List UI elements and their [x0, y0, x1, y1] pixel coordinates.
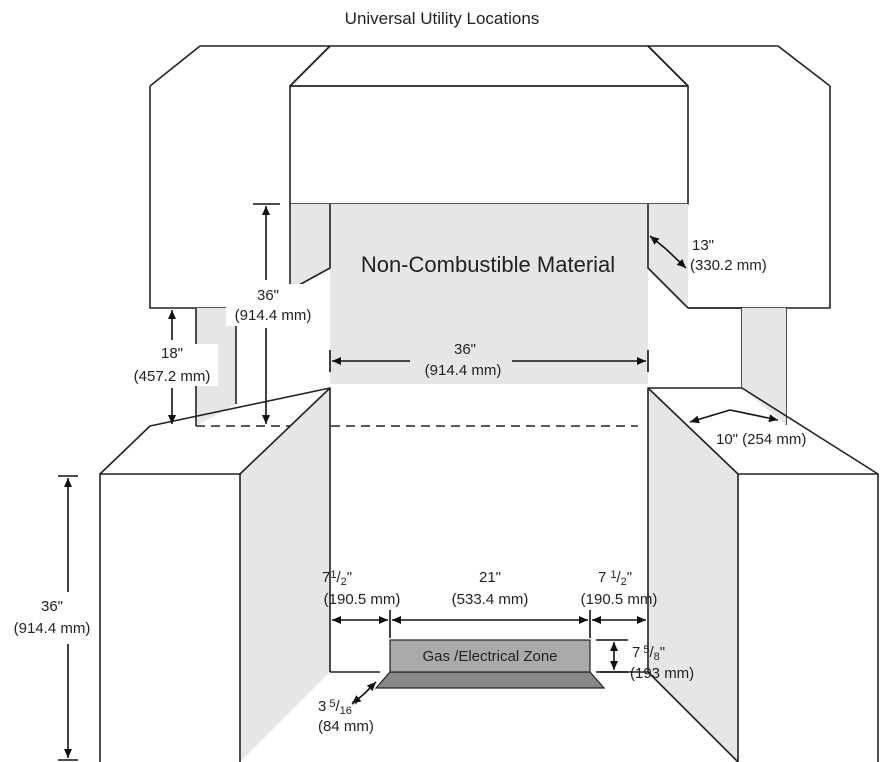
- gas-electrical-zone: Gas /Electrical Zone: [374, 639, 606, 689]
- zone-box: [389, 639, 591, 673]
- dim-zone-width-metric: (533.4 mm): [452, 591, 529, 608]
- dim-zone-width-value: 21": [479, 569, 501, 586]
- dim-hood-height: 36" (914.4 mm): [226, 203, 320, 424]
- dim-side-depth: 10" (254 mm): [689, 409, 806, 448]
- dim-hood-height-value: 36": [257, 287, 279, 304]
- wall-left-side-shade: [290, 204, 330, 290]
- dim-zone-width: 21" (533.4 mm): [392, 569, 591, 638]
- dim-zone-height-metric: (193 mm): [630, 665, 694, 682]
- non-combustible-area: Non-Combustible Material: [289, 204, 689, 384]
- dim-hood-width-metric: (914.4 mm): [425, 362, 502, 379]
- dim-hood-width: 36" (914.4 mm): [329, 341, 649, 379]
- dim-hood-height-metric: (914.4 mm): [235, 307, 312, 324]
- dim-floor-offset-metric: (84 mm): [318, 718, 374, 735]
- left-base-cabinet: [99, 387, 331, 762]
- dim-left-offset-metric: (190.5 mm): [324, 591, 401, 608]
- diagram-title: Universal Utility Locations: [345, 9, 540, 28]
- right-base-cabinet: [647, 387, 879, 762]
- dim-hood-depth: 13" (330.2 mm): [649, 235, 767, 274]
- wall-right-side-shade: [648, 204, 688, 308]
- dim-clearance-metric: (457.2 mm): [134, 368, 211, 385]
- dim-clearance: 18" (457.2 mm): [128, 310, 218, 424]
- dim-side-depth-value: 10" (254 mm): [716, 431, 806, 448]
- right-recess: [742, 308, 786, 425]
- dim-counter-height-value: 36": [41, 598, 63, 615]
- zone-label: Gas /Electrical Zone: [422, 648, 557, 665]
- dim-left-offset: 71/2" (190.5 mm): [322, 569, 400, 638]
- zone-base: [374, 671, 606, 689]
- non-combustible-panel: [330, 204, 648, 384]
- dim-left-offset-value: 71/2": [322, 569, 352, 588]
- dim-hood-width-value: 36": [454, 341, 476, 358]
- dim-clearance-value: 18": [161, 345, 183, 362]
- non-combustible-label: Non-Combustible Material: [361, 252, 615, 277]
- dim-counter-height: 36" (914.4 mm): [8, 475, 98, 761]
- range-hood: [289, 45, 689, 205]
- dim-counter-height-metric: (914.4 mm): [14, 620, 91, 637]
- dim-hood-depth-value: 13": [692, 237, 714, 254]
- dim-right-offset-metric: (190.5 mm): [581, 591, 658, 608]
- dim-hood-depth-metric: (330.2 mm): [690, 257, 767, 274]
